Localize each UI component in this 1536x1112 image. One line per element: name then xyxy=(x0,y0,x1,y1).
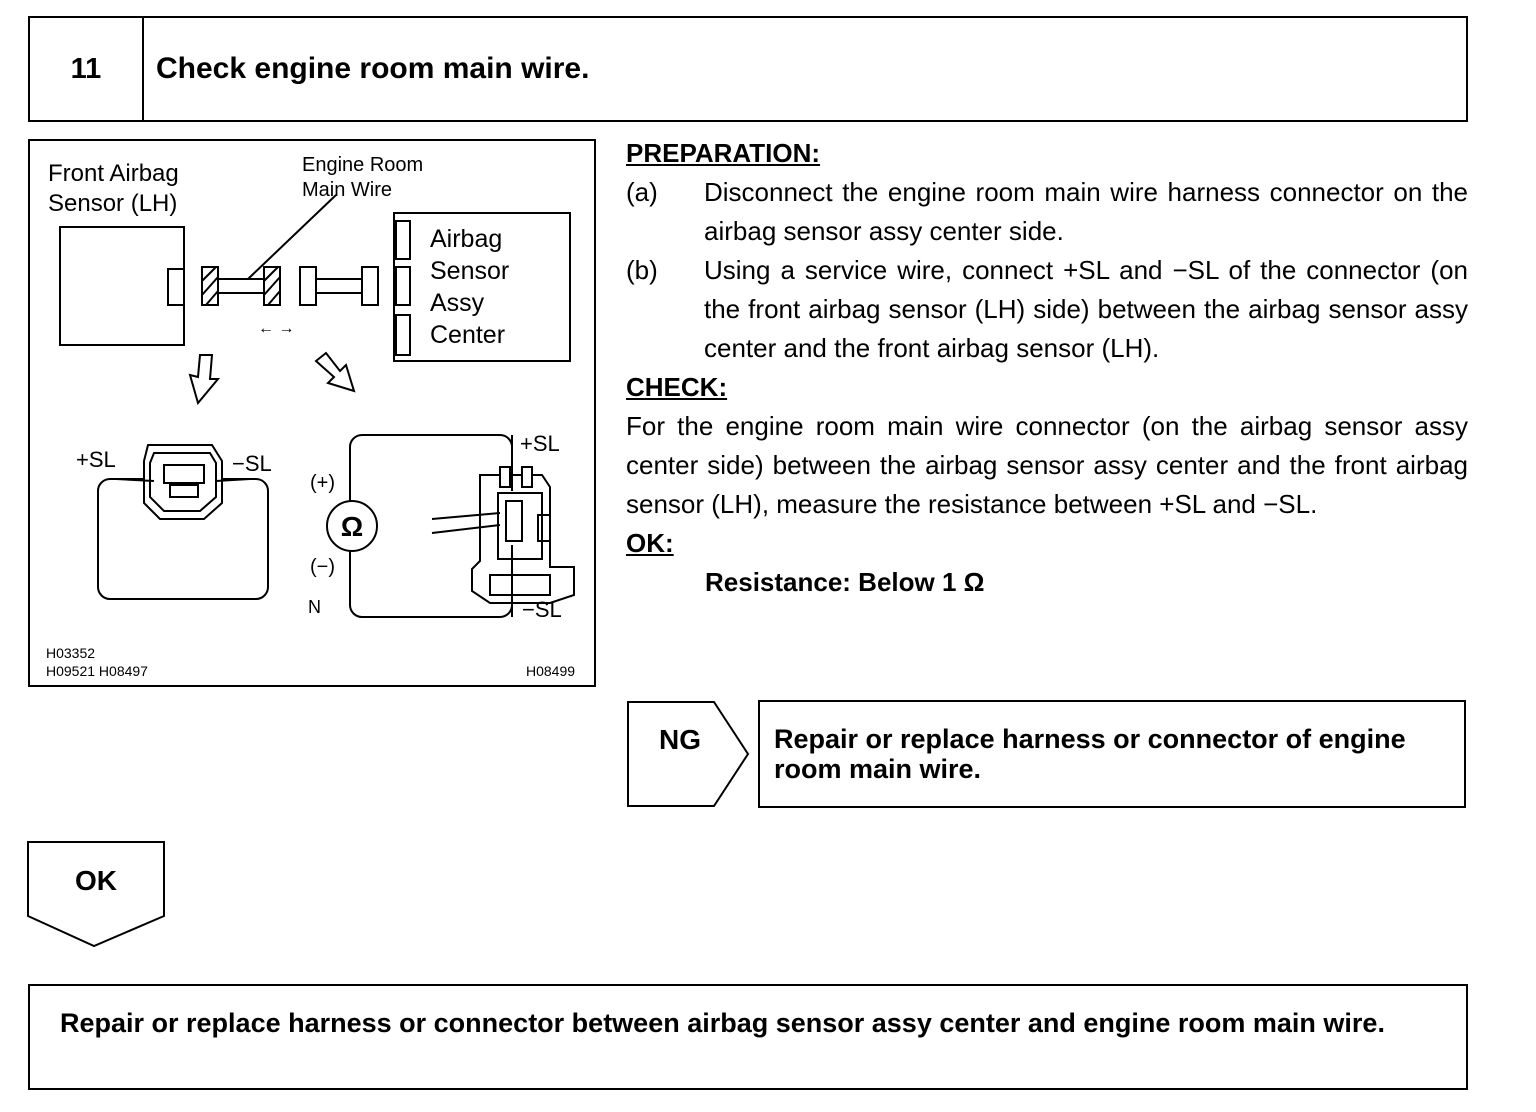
ng-label: NG xyxy=(659,724,701,755)
ng-action-box: Repair or replace harness or connector o… xyxy=(758,700,1466,808)
item-label: (b) xyxy=(626,255,658,285)
center-label-2: Sensor xyxy=(430,257,509,285)
figure-code-2: H09521 H08497 xyxy=(46,663,148,679)
preparation-item: (b) Using a service wire, connect +SL an… xyxy=(626,251,1468,368)
figure-code-3: H08499 xyxy=(526,663,575,679)
plus-sl-right: +SL xyxy=(520,431,560,456)
step-title: Check engine room main wire. xyxy=(156,52,590,85)
front-sensor-box xyxy=(59,226,185,346)
disconnect-arrows: ← → xyxy=(258,320,294,337)
front-sensor-label-1: Front Airbag xyxy=(48,160,179,187)
ohmmeter xyxy=(326,500,378,552)
wiring-diagram: Front Airbag Sensor (LH) Engine Room Mai… xyxy=(46,154,575,679)
plus-sl-left: +SL xyxy=(76,447,116,472)
hatched-connector-left xyxy=(201,266,219,306)
item-text: Using a service wire, connect +SL and −S… xyxy=(704,255,1468,363)
instructions: PREPARATION: (a) Disconnect the engine r… xyxy=(626,134,1468,602)
front-sensor-label-2: Sensor (LH) xyxy=(48,190,177,217)
center-label-1: Airbag xyxy=(430,225,502,253)
ng-branch: NG Repair or replace harness or connecto… xyxy=(626,700,1468,808)
minus-sl-right: −SL xyxy=(522,597,562,622)
ok-result: Resistance: Below 1 Ω xyxy=(705,567,985,597)
ng-arrow-shape xyxy=(627,701,750,807)
meter-plus-label: (+) xyxy=(310,472,335,494)
hollow-arrow-down-right xyxy=(314,351,356,393)
front-sensor-connector xyxy=(167,268,185,306)
wiring-figure: Front Airbag Sensor (LH) Engine Room Mai… xyxy=(28,139,596,687)
wire-label-leader xyxy=(247,194,337,280)
minus-sl-left: −SL xyxy=(232,451,272,476)
ok-arrow-shape xyxy=(27,841,165,948)
step-header: 11 Check engine room main wire. xyxy=(28,16,1468,122)
ok-branch: OK xyxy=(26,840,166,948)
center-label-4: Center xyxy=(430,321,505,349)
ohm-symbol: Ω xyxy=(341,511,363,542)
item-label: (a) xyxy=(626,177,658,207)
check-heading: CHECK: xyxy=(626,372,728,402)
step-number: 11 xyxy=(30,18,144,120)
mating-connector-left xyxy=(299,266,317,306)
center-label-3: Assy xyxy=(430,289,485,317)
hatched-connector-right xyxy=(263,266,281,306)
n-label: N xyxy=(308,597,321,617)
figure-code-1: H03352 xyxy=(46,645,95,661)
preparation-item: (a) Disconnect the engine room main wire… xyxy=(626,173,1468,251)
wire-label-1: Engine Room xyxy=(302,154,423,176)
item-text: Disconnect the engine room main wire har… xyxy=(704,177,1468,246)
ok-heading: OK: xyxy=(626,528,674,558)
final-action-box: Repair or replace harness or connector b… xyxy=(28,984,1468,1090)
center-sensor-box xyxy=(393,212,571,362)
ok-label: OK xyxy=(75,865,117,896)
check-text: For the engine room main wire connector … xyxy=(626,411,1468,519)
meter-minus-label: (−) xyxy=(310,556,335,578)
wire-label-2: Main Wire xyxy=(302,179,392,201)
preparation-heading: PREPARATION: xyxy=(626,138,821,168)
mating-connector-right xyxy=(361,266,379,306)
hollow-arrow-down-left xyxy=(188,354,221,406)
